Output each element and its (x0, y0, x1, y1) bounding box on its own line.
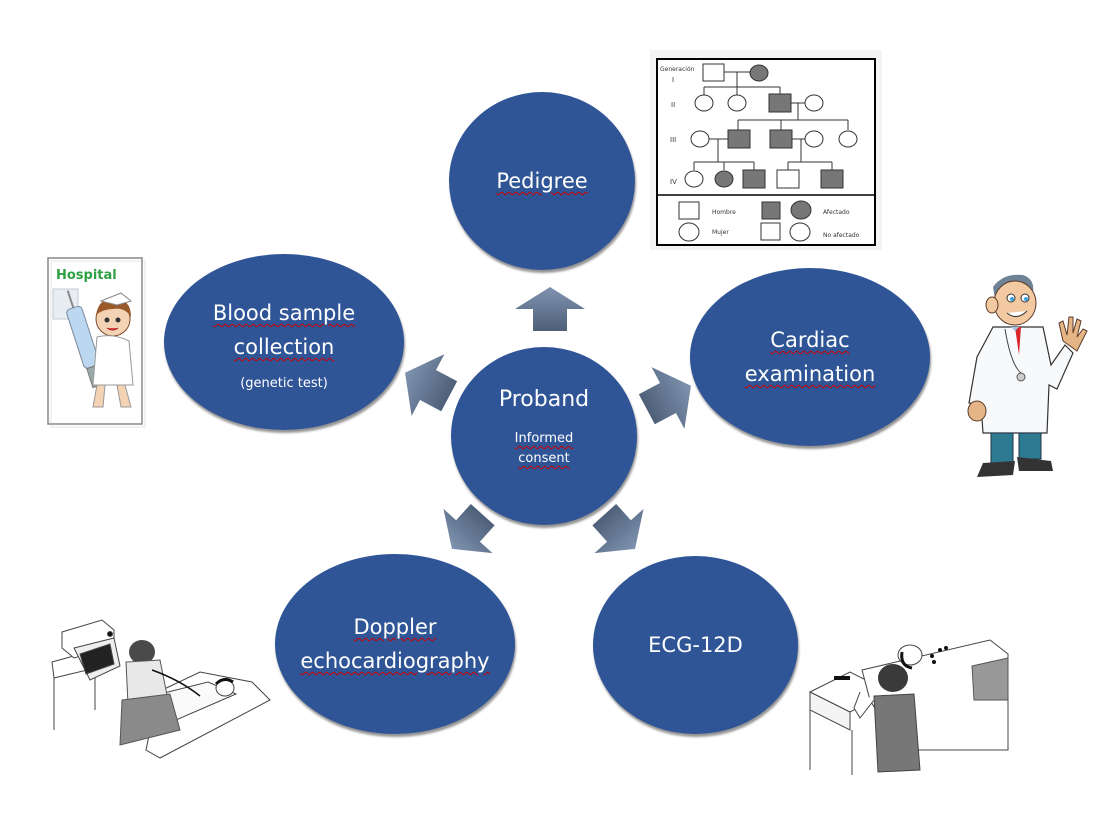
node-blood-sample: Blood sample collection (genetic test) (164, 254, 404, 430)
node-cardiac-title-line2: examination (744, 362, 876, 386)
hospital-label: Hospital (56, 268, 117, 283)
node-proband-subtitle-line2: consent (518, 451, 570, 466)
doctor-illustration (967, 274, 1088, 477)
node-ecg: ECG-12D (593, 556, 798, 734)
node-proband-subtitle-line1: Informed (514, 431, 574, 446)
legend-affected: Afectado (823, 209, 850, 216)
node-doppler-title-line2: echocardiography (300, 649, 490, 673)
gen-label-3: III (670, 136, 676, 144)
node-cardiac-title-line1: Cardiac (770, 328, 850, 352)
node-cardiac-examination: Cardiac examination (690, 268, 930, 446)
gen-label-2: II (671, 101, 675, 109)
node-doppler-title-line1: Doppler (353, 615, 437, 639)
node-doppler: Doppler echocardiography (275, 554, 515, 734)
node-blood-title-line1: Blood sample (212, 301, 356, 325)
ecg-illustration (808, 639, 1009, 775)
node-ecg-title: ECG-12D (648, 633, 743, 657)
pedigree-header: Generación (660, 66, 695, 73)
gen-label-1: I (672, 76, 674, 84)
legend-male: Hombre (712, 209, 736, 216)
gen-label-4: IV (670, 178, 677, 186)
arrow-up-to-pedigree (515, 287, 585, 331)
pedigree-chart-image: Generación I II III IV (650, 50, 882, 250)
node-proband: Proband Informed consent (451, 347, 637, 525)
node-blood-title-line2: collection (233, 335, 335, 359)
echocardiography-illustration (51, 619, 271, 759)
node-proband-title: Proband (498, 387, 590, 412)
node-pedigree: Pedigree (449, 92, 635, 270)
node-blood-subtitle: (genetic test) (240, 376, 328, 391)
nurse-illustration: Hospital (47, 257, 146, 428)
node-pedigree-title: Pedigree (496, 169, 588, 193)
legend-female: Mujer (712, 229, 729, 236)
legend-unaffected: No afectado (823, 232, 860, 239)
